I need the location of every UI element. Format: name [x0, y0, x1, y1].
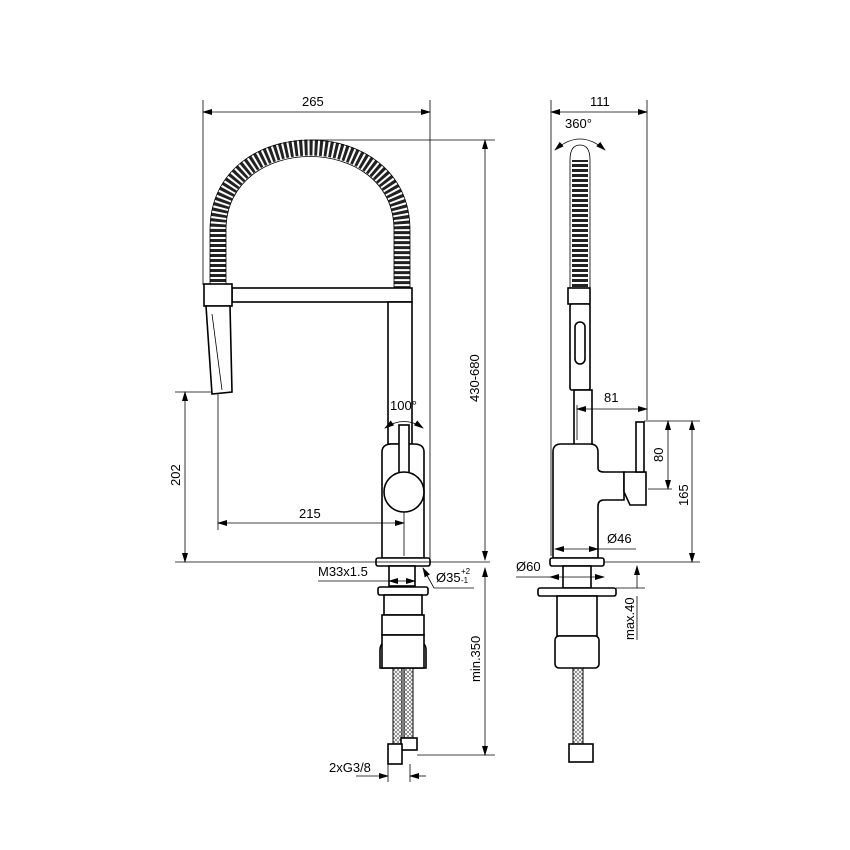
spring-hose [210, 139, 410, 292]
rotation-label: 360° [565, 116, 592, 131]
thread-label: M33x1.5 [318, 564, 368, 579]
hole-tol-plus: +2 [461, 567, 471, 576]
spout-arm [231, 287, 413, 303]
handle-knob [383, 471, 425, 513]
spray-height-label: 202 [168, 464, 183, 486]
side-view: 360° 111 81 80 165 Ø46 Ø60 max.40 [516, 94, 700, 763]
base-diameter-label: Ø60 [516, 559, 541, 574]
fixing-nut [377, 586, 429, 596]
lever-length-label: 80 [651, 448, 666, 462]
thread-shank [388, 565, 416, 587]
hose-length-label: min.350 [468, 636, 483, 682]
lever-rotation-label: 100° [390, 398, 417, 413]
reach-label: 215 [299, 506, 321, 521]
side-connector [568, 743, 594, 763]
side-handle [623, 471, 647, 506]
lever-height-label: 165 [676, 484, 691, 506]
height-label: 430-680 [467, 354, 482, 402]
side-body [552, 443, 625, 559]
side-lever [635, 421, 645, 473]
side-fixing-plate [537, 587, 617, 597]
width-label: 265 [302, 94, 324, 109]
spray-head [205, 305, 233, 395]
spray-head-collar [203, 283, 233, 307]
front-view: 100° 265 430-680 202 215 M33x1.5 [168, 94, 495, 782]
connector-right [400, 737, 418, 751]
depth-label: 111 [590, 94, 610, 109]
max-thickness-label: max.40 [622, 597, 637, 640]
lever-offset-label: 81 [604, 390, 618, 405]
body-diameter-label: Ø46 [607, 531, 632, 546]
connector-left [387, 743, 403, 765]
hole-tol-minus: -1 [461, 576, 469, 585]
column [387, 301, 413, 445]
connections-label: 2xG3/8 [329, 760, 371, 775]
hole-diameter-label: Ø35 [436, 570, 461, 585]
